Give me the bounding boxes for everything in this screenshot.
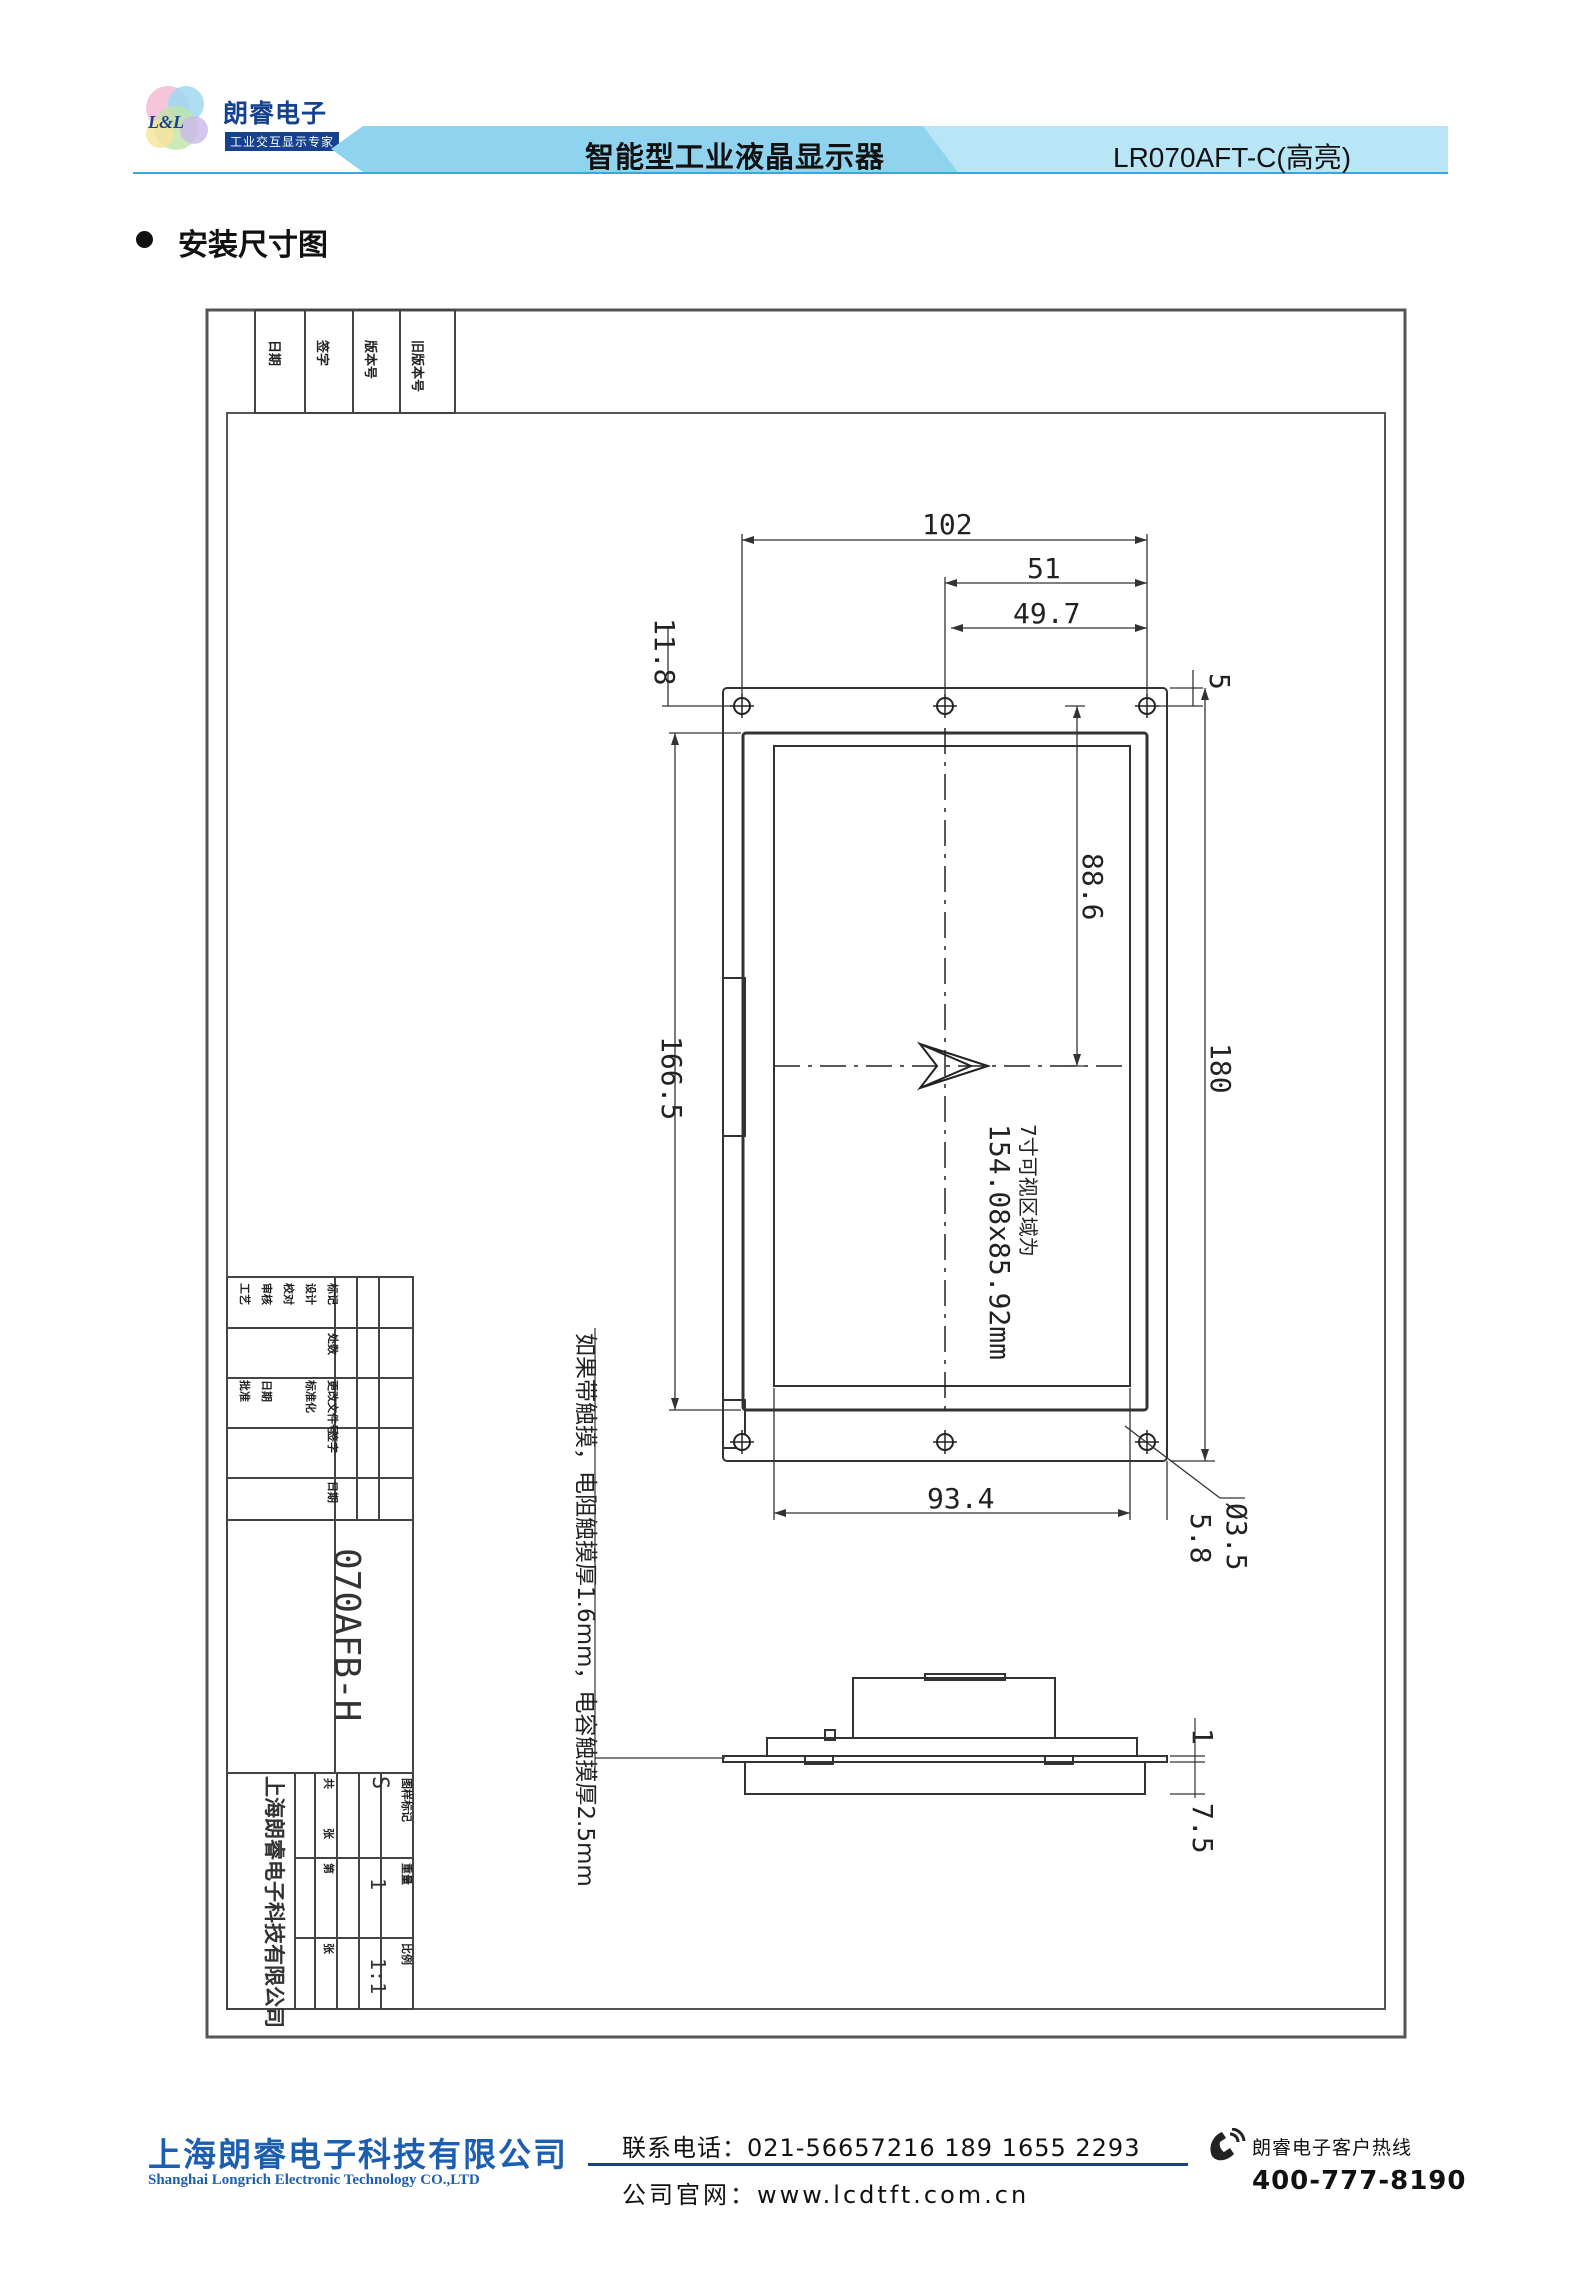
- dim-overall-height: 180: [1204, 1043, 1237, 1094]
- tb-label-standard: 标准化: [304, 1379, 318, 1413]
- tb-label-process: 工艺: [238, 1283, 252, 1305]
- logo-slogan: 工业交互显示专家: [225, 132, 340, 151]
- tb-label-date-2: 日期: [260, 1380, 274, 1402]
- hotline-label: 朗睿电子客户热线: [1252, 2137, 1413, 2159]
- model-title: LR070AFT-C(高亮): [1113, 142, 1352, 173]
- tb-label-count: 处数: [326, 1332, 340, 1356]
- doc-title: 智能型工业液晶显示器: [585, 140, 886, 174]
- tb-stage: S: [367, 1776, 392, 1789]
- active-area-label: 7寸可视区域为: [1016, 1124, 1040, 1257]
- tb-label-mark: 标记: [326, 1282, 340, 1305]
- hotline-number: 400-777-8190: [1252, 2166, 1467, 2196]
- tb-label-change-no: 更改文件号: [326, 1380, 340, 1435]
- tb-label-review: 审核: [260, 1283, 274, 1305]
- dim-hole-offset: 49.7: [1013, 597, 1080, 630]
- dim-bottom-width: 93.4: [927, 1482, 994, 1515]
- tb-label-scale: 比例: [400, 1943, 414, 1965]
- phone-icon: [1210, 2128, 1246, 2161]
- dim-depth-backlight: 1: [1186, 1728, 1219, 1745]
- tb-sheets: 1: [366, 1878, 390, 1890]
- tb-label-weight: 重量: [400, 1863, 414, 1885]
- touch-thickness-note: 如果带触摸，电阻触摸厚1.6mm，电容触摸厚2.5mm: [572, 1333, 598, 1887]
- footer-phone: 联系电话：021-56657216 189 1655 2293: [622, 2134, 1141, 2162]
- dim-half-width: 51: [1027, 552, 1061, 585]
- section-title: 安装尺寸图: [178, 228, 328, 263]
- tb-label-sheet-mark: 图样标记: [400, 1778, 414, 1822]
- footer-divider: [588, 2163, 1188, 2166]
- header-band: [133, 126, 1448, 174]
- tb-company: 上海朗睿电子科技有限公司: [262, 1776, 286, 2028]
- tb-label-date: 日期: [326, 1481, 340, 1503]
- logo-name: 朗睿电子: [223, 99, 328, 128]
- dim-bottom-gap: 5: [1203, 673, 1236, 690]
- dim-depth-total: 7.5: [1186, 1803, 1219, 1854]
- footer-company-cn: 上海朗睿电子科技有限公司: [148, 2135, 568, 2174]
- installation-drawing: 日期 签字 版本号 旧版本号: [205, 308, 1407, 2039]
- rev-label-date: 日期: [266, 340, 281, 366]
- tb-scale: 1:1: [366, 1958, 390, 1994]
- active-area-size: 154.08x85.92mm: [983, 1124, 1016, 1360]
- svg-text:L&L: L&L: [147, 112, 184, 132]
- dim-top-margin: 11.8: [648, 618, 681, 685]
- dim-side-margin: 5.8: [1184, 1513, 1217, 1564]
- tb-label-no: 第: [322, 1863, 336, 1874]
- tb-label-sheet: 张: [322, 1828, 336, 1840]
- dim-frame-height: 166.5: [655, 1036, 688, 1120]
- tb-part-name: 070AFB-H: [326, 1548, 367, 1721]
- tb-label-approve: 批准: [238, 1380, 252, 1402]
- bullet-icon: [136, 231, 153, 248]
- tb-label-total: 共: [322, 1778, 336, 1789]
- dim-hole-diameter: Ø3.5: [1220, 1503, 1253, 1570]
- rev-label-sign: 签字: [314, 339, 330, 366]
- tb-label-sheet-2: 张: [322, 1943, 336, 1955]
- footer-company-en: Shanghai Longrich Electronic Technology …: [148, 2172, 480, 2188]
- rev-label-old-version: 旧版本号: [409, 340, 425, 392]
- tb-label-sign: 签字: [326, 1430, 340, 1453]
- tb-label-design: 设计: [304, 1283, 318, 1305]
- rev-label-version: 版本号: [362, 340, 378, 379]
- footer-website: 公司官网：www.lcdtft.com.cn: [622, 2181, 1030, 2209]
- dim-upper-half: 88.6: [1076, 853, 1109, 920]
- tb-label-check: 校对: [282, 1283, 296, 1305]
- dim-width-overall: 102: [922, 508, 973, 541]
- company-logo-icon: L&L: [146, 86, 208, 150]
